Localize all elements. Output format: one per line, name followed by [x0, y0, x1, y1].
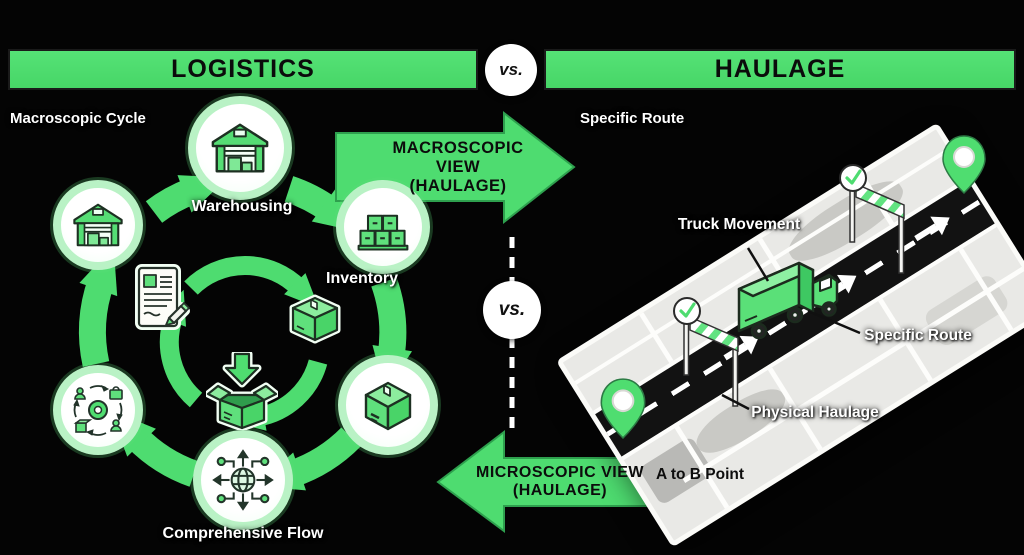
checkpoint-gantry-icon	[839, 164, 905, 274]
globe-distribution-icon	[212, 449, 274, 511]
a-to-b-point-label: A to B Point	[655, 466, 745, 483]
logistics-title: LOGISTICS	[171, 55, 315, 83]
header-vs-badge: vs.	[485, 44, 537, 96]
order-document-icon	[135, 264, 190, 330]
haulage-title: HAULAGE	[714, 55, 846, 83]
supply-network-icon	[73, 384, 123, 436]
specific-route-label: Specific Route	[864, 327, 972, 344]
road-direction-arrow	[914, 216, 950, 242]
supply-network-node	[53, 365, 143, 455]
warehousing-node	[188, 96, 292, 200]
location-pin-icon	[600, 378, 646, 440]
location-pin-icon	[942, 135, 986, 195]
warehouse-icon	[73, 203, 123, 247]
comprehensive-flow-node	[193, 430, 293, 530]
warehousing-label: Warehousing	[191, 198, 293, 215]
inventory-icon	[357, 214, 409, 251]
haulage-header-bar: HAULAGE	[544, 49, 1016, 90]
inventory-label: Inventory	[325, 270, 399, 287]
package-icon	[364, 381, 412, 431]
divider-vs-label: vs.	[498, 299, 526, 320]
left-caption: Macroscopic Cycle	[10, 110, 146, 127]
micro-line-1: MICROSCOPIC VIEW	[475, 464, 644, 481]
right-caption: Specific Route	[580, 110, 685, 127]
open-box-icon	[206, 352, 278, 430]
package-icon	[289, 294, 341, 344]
macro-line-2: VIEW	[435, 158, 481, 176]
truck-movement-label: Truck Movement	[677, 216, 801, 233]
package-node	[338, 355, 438, 455]
physical-haulage-label: Physical Haulage	[751, 404, 879, 421]
micro-arrow-text: MICROSCOPIC VIEW (HAULAGE)	[450, 464, 670, 500]
macro-line-1: MACROSCOPIC	[392, 139, 524, 157]
outer-cycle-arrows	[79, 175, 412, 491]
macro-arrow-text: MACROSCOPIC VIEW (HAULAGE)	[352, 139, 564, 196]
warehouse-small-node	[53, 180, 143, 270]
macro-line-3: (HAULAGE)	[409, 177, 507, 195]
header-vs-label: vs.	[499, 60, 523, 79]
truck-icon	[737, 261, 839, 340]
checkpoint-gantry-icon	[673, 297, 739, 407]
divider-vs-badge: vs.	[483, 281, 541, 339]
warehouse-icon	[211, 123, 269, 173]
micro-line-2: (HAULAGE)	[512, 482, 608, 499]
comprehensive-flow-label: Comprehensive Flow	[162, 525, 324, 542]
logistics-header-bar: LOGISTICS	[8, 49, 478, 90]
